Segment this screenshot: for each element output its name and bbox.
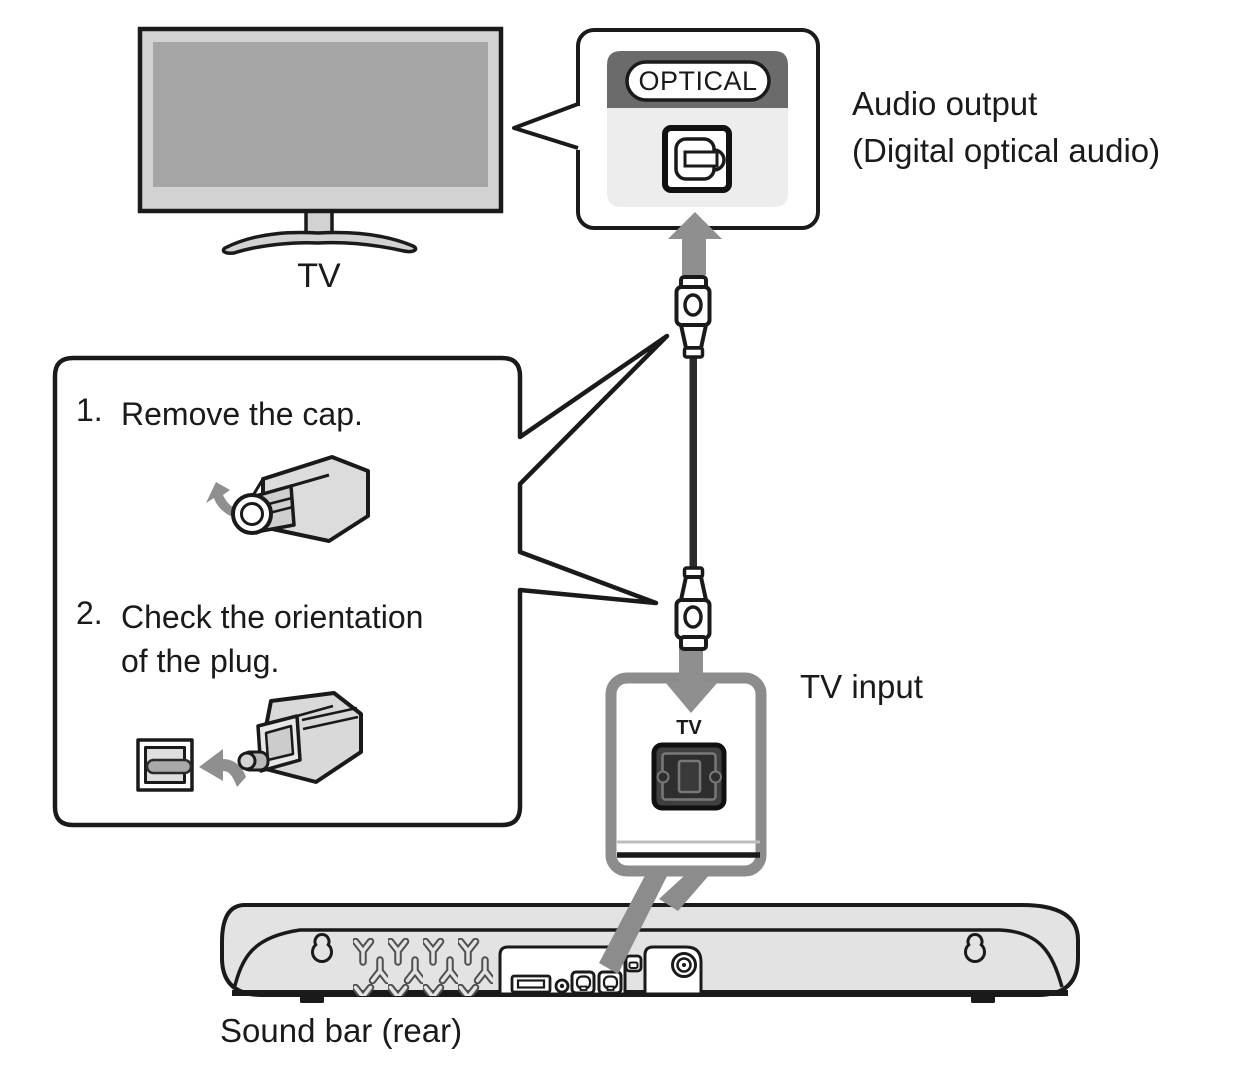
instruction-callout-box — [52, 333, 670, 828]
step2-number: 2. — [76, 595, 103, 631]
optical-label-pill — [625, 60, 771, 102]
tv-illustration — [137, 26, 504, 255]
speaker-grille — [353, 938, 493, 996]
keyhole-mount-icon — [311, 933, 333, 963]
callout-tail-to-tv — [512, 102, 579, 150]
optical-cable-connector-icon — [674, 275, 712, 359]
tv-input-label: TV input — [800, 668, 923, 705]
tv-stand-base — [221, 230, 418, 255]
step1-text: Remove the cap. — [121, 396, 363, 432]
audio-output-label: Audio output — [852, 85, 1038, 122]
soundbar-foot-right — [971, 995, 995, 1003]
power-inlet-icon — [671, 952, 697, 978]
socket-slot — [145, 758, 193, 775]
tv-screen — [153, 42, 488, 187]
soundbar-foot-left — [300, 995, 324, 1003]
down-arrow-icon — [665, 646, 718, 713]
tv-label: TV — [297, 257, 341, 295]
soundbar-illustration — [220, 903, 1080, 1003]
tv-port-label: TV — [676, 717, 702, 739]
optical-cable — [674, 275, 712, 651]
magnifier-tail-long — [599, 866, 672, 974]
step1-number: 1. — [76, 392, 103, 428]
toslink-port-icon — [662, 125, 732, 193]
magnifier-tail-short — [659, 866, 717, 911]
up-arrow-icon — [668, 212, 722, 275]
optical-cable-connector-icon — [674, 566, 712, 651]
tv-input-port — [651, 742, 727, 811]
keyhole-mount-icon — [964, 933, 986, 963]
step2-text: Check the orientation of the plug. — [121, 599, 424, 679]
step1-remove-cap-illustration — [206, 455, 370, 543]
cable-line — [689, 357, 697, 569]
soundbar-rear-contour — [232, 928, 1064, 990]
optical-port-2 — [597, 970, 623, 995]
step2-orientation-illustration — [136, 691, 363, 792]
audio-output-sublabel: (Digital optical audio) — [852, 132, 1161, 169]
soundbar-label: Sound bar (rear) — [220, 1012, 463, 1049]
optical-port-1 — [570, 970, 596, 995]
optical-output-callout — [512, 28, 820, 230]
curved-arrow-icon — [199, 749, 246, 787]
optical-port-label: OPTICAL — [638, 66, 758, 96]
